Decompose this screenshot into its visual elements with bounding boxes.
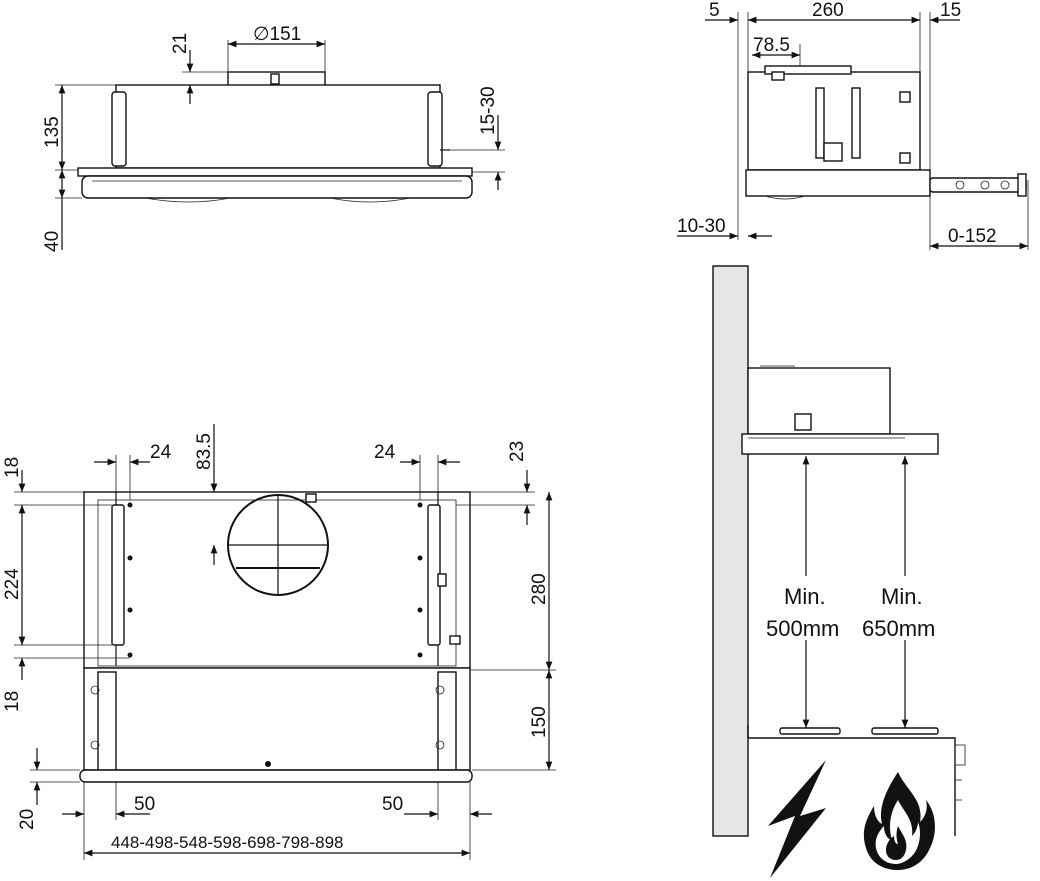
- extension-slide: [929, 177, 1027, 193]
- dim-duct-diameter: ∅151: [253, 24, 301, 45]
- dim-bracket-left: 24: [150, 442, 172, 463]
- dim-body-height: 135: [42, 116, 63, 148]
- dim-visor-thickness: 20: [17, 809, 38, 830]
- dim-bracket-right: 24: [374, 442, 396, 463]
- dim-inset-left: 50: [134, 794, 155, 815]
- lightning-bolt-icon: [768, 760, 826, 878]
- dim-front-overhang: 15: [940, 0, 961, 21]
- dim-depth: 260: [812, 0, 844, 21]
- front-upper-panel: [83, 491, 471, 669]
- side-view: 5 260 15 78.5 10-30 0-152: [677, 0, 1029, 250]
- dim-inset-right: 50: [382, 794, 403, 815]
- dim-adjust-range: 15-30: [478, 86, 499, 135]
- dim-bottom-margin-left: 18: [2, 691, 23, 712]
- side-visor: [745, 169, 931, 197]
- install-visor: [741, 433, 939, 455]
- dim-top-margin-left: 18: [2, 457, 23, 478]
- front-view: 24 24 83.5 23 18 224 18 280: [2, 424, 556, 860]
- min-gas-label: Min.: [881, 584, 923, 609]
- dim-bracket-span: 224: [2, 568, 23, 600]
- dim-top-margin-right: 23: [507, 441, 528, 462]
- dim-visor-height: 40: [42, 231, 63, 252]
- front-drawer: [83, 667, 471, 771]
- dim-duct-offset: 78.5: [753, 35, 790, 56]
- hood-body: [115, 84, 441, 169]
- dim-extension: 0-152: [948, 226, 997, 247]
- top-view: ∅151 21 135 40 15-30: [42, 24, 505, 252]
- visor-rail: [77, 167, 473, 177]
- dim-widths: 448-498-548-598-698-798-898: [111, 833, 344, 852]
- dim-lower-height: 150: [529, 706, 550, 738]
- min-electric-label: Min.: [784, 584, 826, 609]
- dim-duct-center: 83.5: [194, 433, 215, 470]
- installation-view: Min. 500mm Min. 650mm: [712, 265, 966, 878]
- wall: [712, 265, 749, 837]
- dim-collar-height: 21: [170, 33, 191, 54]
- dim-wall-offset: 10-30: [677, 216, 726, 237]
- front-visor: [79, 769, 473, 783]
- visor: [81, 175, 473, 199]
- install-hood-body: [747, 367, 891, 435]
- flame-icon: [863, 772, 935, 870]
- dim-upper-height: 280: [529, 573, 550, 605]
- min-electric-value: 500mm: [766, 616, 839, 641]
- min-gas-value: 650mm: [862, 616, 935, 641]
- dim-rear-gap: 5: [709, 0, 720, 21]
